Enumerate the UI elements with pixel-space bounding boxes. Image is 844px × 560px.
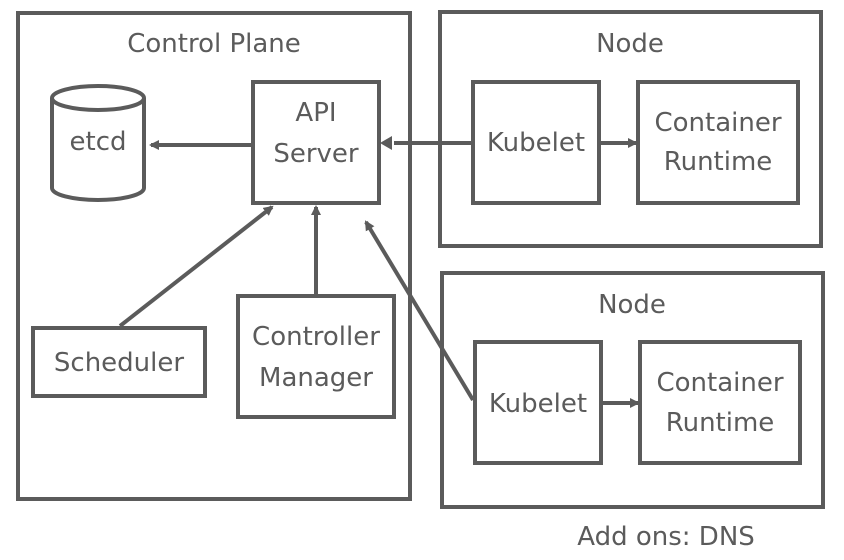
node-1-runtime-label-line2: Runtime: [664, 147, 773, 177]
api-server-arrowhead-icon: [380, 136, 392, 150]
node-2-kubelet-box: [473, 340, 603, 465]
controller-manager-label-line2: Manager: [259, 363, 373, 393]
api-server-box: [251, 80, 381, 205]
node-2-runtime-label-line1: Container: [656, 368, 783, 398]
addons-footnote: Add ons: DNS: [577, 522, 755, 552]
scheduler-box: [31, 326, 207, 398]
etcd-database-icon: [50, 84, 146, 202]
node-1-kubelet-label: Kubelet: [487, 128, 585, 158]
controller-manager-box: [236, 294, 396, 419]
node-1-runtime-label-line1: Container: [654, 108, 781, 138]
node-1-title: Node: [596, 29, 664, 59]
etcd-label: etcd: [70, 127, 127, 157]
controller-manager-label-line1: Controller: [252, 322, 380, 352]
api-server-label-line2: Server: [273, 139, 359, 169]
node-2-runtime-box: [638, 340, 802, 465]
control-plane-title: Control Plane: [127, 29, 301, 59]
node-2-runtime-label-line2: Runtime: [666, 408, 775, 438]
scheduler-label: Scheduler: [54, 348, 184, 378]
node-1-runtime-box: [636, 80, 800, 205]
api-server-label-line1: API: [295, 98, 336, 128]
scheduler-to-api-arrow: [118, 205, 274, 328]
node-2-kubelet-label: Kubelet: [489, 389, 587, 419]
node-2-title: Node: [598, 290, 666, 320]
node-1-kubelet-box: [471, 80, 601, 205]
node-2-kubelet-to-api-arrow: [364, 220, 475, 402]
